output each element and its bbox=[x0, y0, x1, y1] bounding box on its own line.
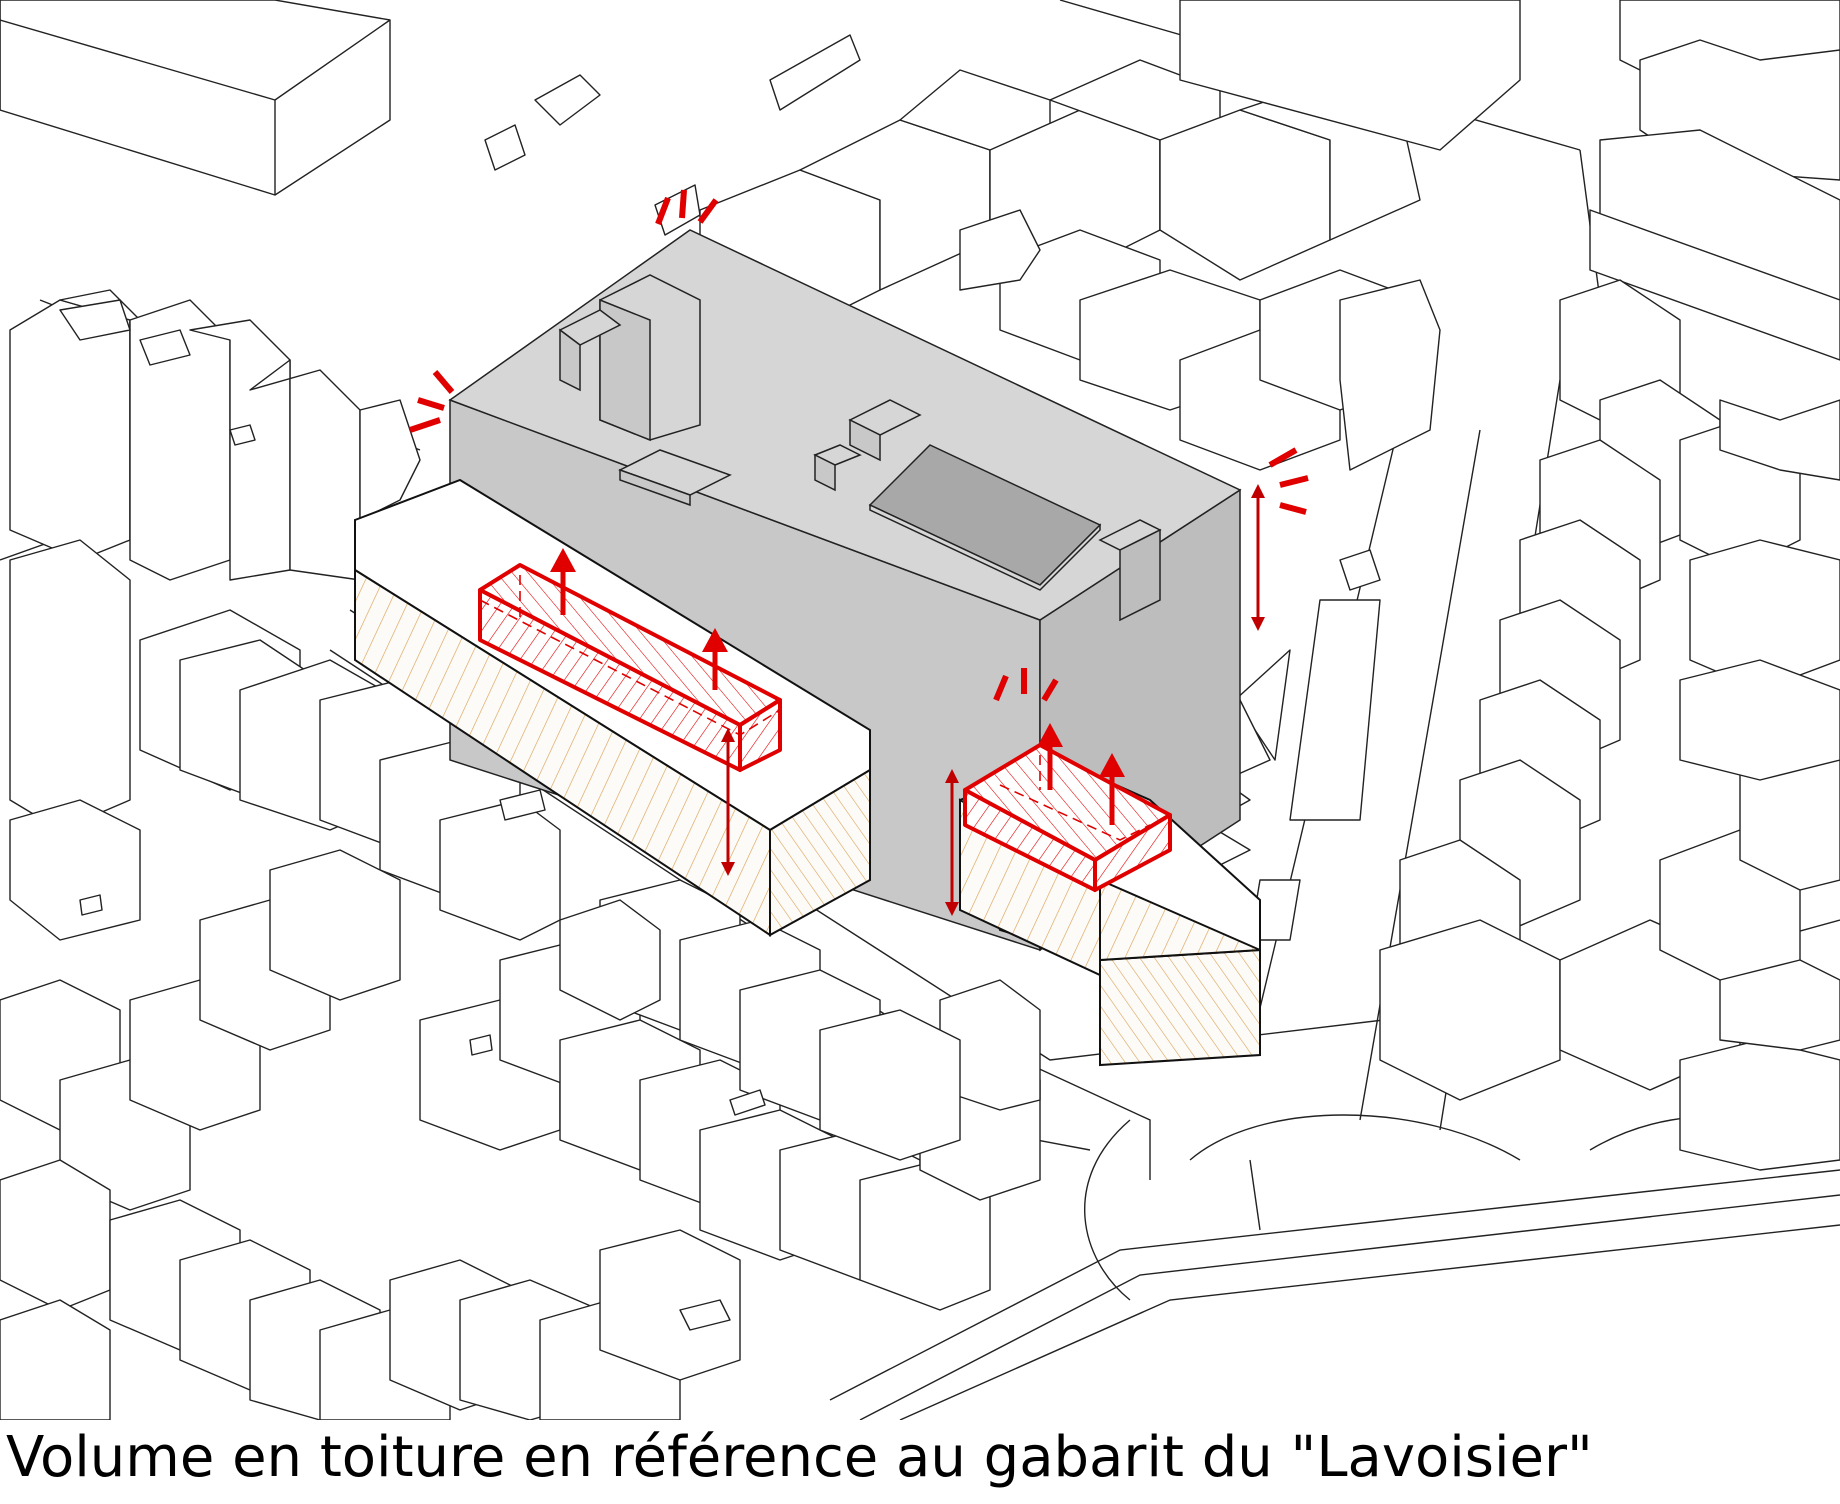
diagram-caption: Volume en toiture en référence au gabari… bbox=[6, 1425, 1593, 1490]
up-arrow-icon bbox=[550, 548, 1125, 825]
proposed-rooftop-volume-right bbox=[963, 743, 1172, 892]
context-buildings bbox=[0, 0, 1840, 1420]
existing-main-building bbox=[448, 229, 1242, 952]
axonometric-drawing bbox=[0, 0, 1840, 1420]
highlight-spark-icon bbox=[409, 189, 1309, 702]
height-dimension-icon bbox=[721, 484, 1265, 916]
proposed-rooftop-volume-left bbox=[478, 563, 782, 772]
